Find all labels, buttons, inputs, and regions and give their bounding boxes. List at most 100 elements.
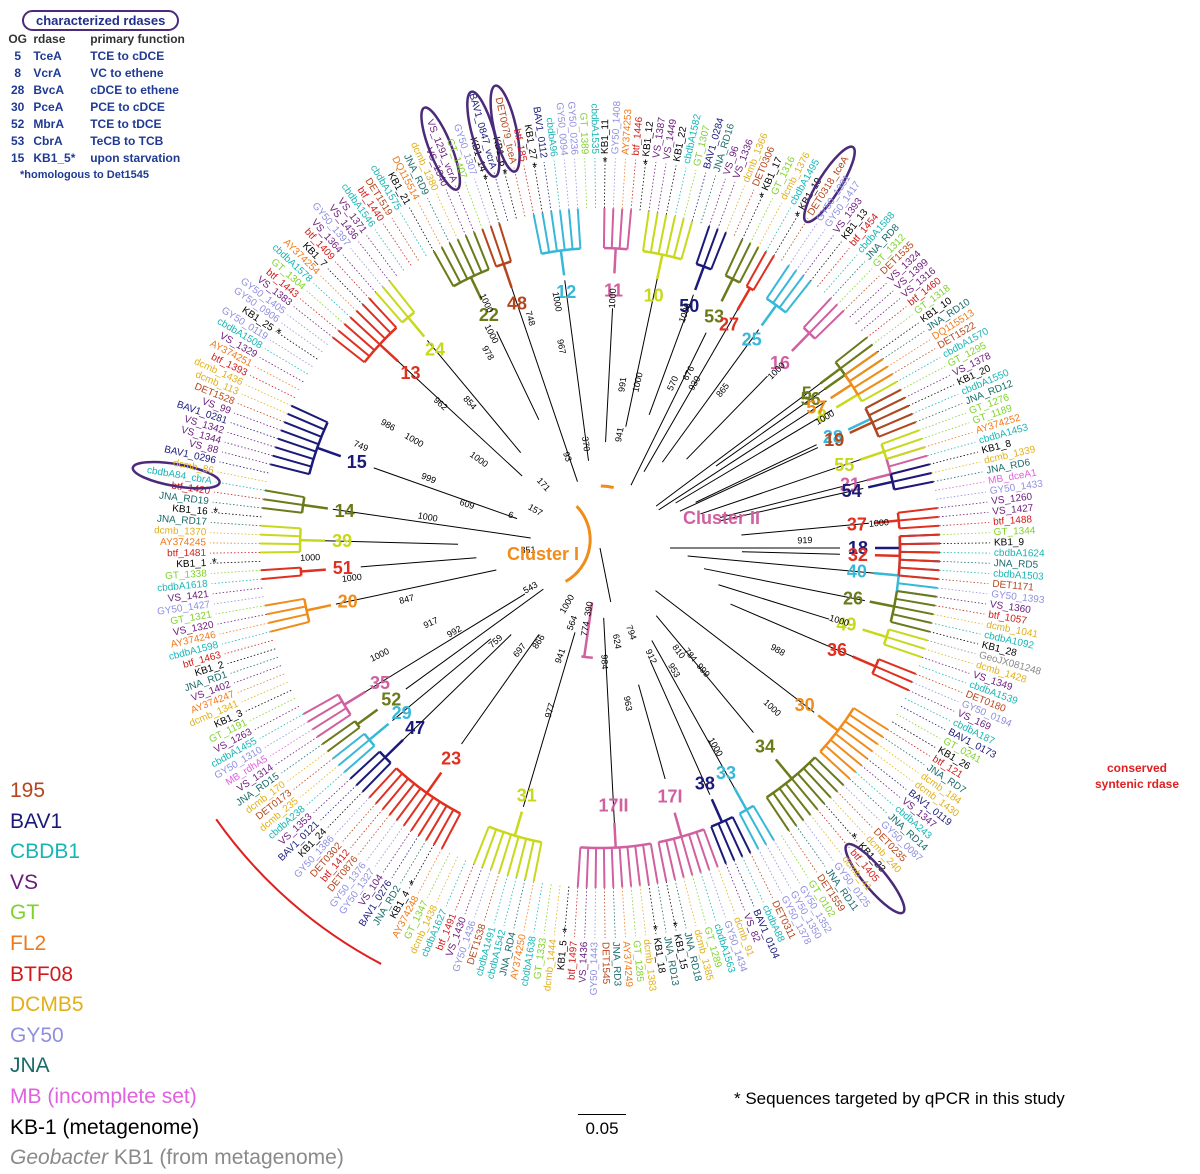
- clade-tip-branch: [865, 390, 900, 409]
- tip-leader: [409, 208, 433, 252]
- clade-tip-branch: [390, 784, 415, 815]
- tip-leader: [936, 597, 985, 604]
- internal-branch: [680, 448, 818, 512]
- tip-leader: [631, 160, 636, 210]
- clade-tip-branch: [899, 517, 939, 521]
- clade-tip-branch: [674, 839, 684, 878]
- clade-stem: [695, 267, 704, 290]
- bootstrap-value: 967: [555, 338, 568, 355]
- legend-genus: Geobacter: [10, 1146, 108, 1169]
- clade-tip-branch: [809, 304, 837, 333]
- cluster-ii-label: Cluster II: [683, 508, 760, 528]
- tip-leader: [211, 570, 261, 573]
- clade-tip-branch: [411, 797, 433, 830]
- tip-label: cbdbA1535: [589, 103, 601, 154]
- tip-leader: [803, 236, 833, 276]
- tip-leader: [856, 291, 894, 324]
- tip-leader: [939, 512, 989, 517]
- tip-leader: [675, 168, 686, 217]
- clade-tip-branch: [681, 221, 692, 259]
- tip-leader: [932, 462, 981, 473]
- clade-stem: [836, 395, 857, 408]
- tip-leader: [234, 413, 281, 430]
- clade-stem: [738, 288, 751, 310]
- clade-tip-branch: [270, 464, 309, 474]
- group-label: 54: [842, 481, 862, 501]
- group-label: 23: [441, 749, 461, 769]
- tip-leader: [905, 376, 950, 398]
- tip-leader: [282, 744, 323, 773]
- tip-leader: [939, 570, 989, 573]
- bootstrap-value: 963: [622, 695, 634, 712]
- row-rdase: BvcA: [33, 82, 90, 99]
- group-label: 26: [843, 588, 863, 608]
- bootstrap-value: 988: [769, 642, 787, 658]
- bootstrap-value: 1000: [368, 646, 390, 664]
- clade-stem: [561, 251, 564, 276]
- clade-tip-branch: [849, 715, 882, 737]
- tip-leader: [554, 161, 560, 211]
- clade-tip-branch: [779, 788, 803, 820]
- qpcr-asterisk: *: [532, 160, 537, 175]
- tip-leader: [446, 860, 466, 906]
- clade-tip-branch: [845, 352, 878, 375]
- clade-tip-branch: [798, 774, 824, 804]
- tip-leader: [343, 255, 376, 293]
- tip-leader: [604, 888, 605, 938]
- clade-tip-branch: [560, 210, 565, 250]
- tip-leader: [684, 878, 696, 926]
- tip-leader: [428, 198, 450, 243]
- bootstrap-value: 93: [561, 450, 574, 463]
- clade-tip-branch: [620, 847, 623, 887]
- tip-leader: [260, 714, 304, 738]
- group-label: 36: [827, 640, 847, 660]
- bootstrap-value: 697: [511, 641, 528, 659]
- scale-bar-line: [578, 1114, 626, 1115]
- tip-leader: [437, 194, 458, 239]
- tip-leader: [922, 423, 969, 439]
- clade-tip-branch: [390, 281, 415, 312]
- tip-leader: [831, 262, 865, 299]
- group-label: 34: [755, 736, 775, 756]
- clade-tip-branch: [542, 213, 549, 252]
- tip-leader: [901, 366, 945, 389]
- tip-leader: [622, 887, 625, 937]
- tip-leader: [225, 640, 273, 654]
- tip-leader: [734, 190, 754, 236]
- tip-leader: [238, 674, 284, 693]
- bootstrap-value: 6: [507, 509, 515, 520]
- tip-leader: [824, 255, 857, 293]
- tip-leader: [837, 792, 872, 828]
- tip-leader: [872, 315, 912, 345]
- tip-leader: [709, 870, 725, 917]
- tip-leader: [446, 190, 466, 236]
- clade-tip-branch: [786, 784, 811, 815]
- row-og: 53: [2, 133, 33, 150]
- clade-tip-branch: [899, 568, 939, 571]
- tip-leader: [401, 213, 427, 256]
- tip-leader: [622, 159, 625, 209]
- cluster-ii-arc: [581, 656, 592, 657]
- clade-stem: [657, 255, 662, 279]
- clade-stem: [614, 823, 615, 848]
- tip-leader: [831, 798, 865, 835]
- tip-leader: [940, 561, 990, 563]
- clade-tip-branch: [635, 846, 640, 886]
- tip-leader: [844, 785, 880, 820]
- tip-leader: [692, 173, 706, 221]
- tip-leader: [250, 698, 295, 720]
- tip-leader: [359, 815, 390, 854]
- group-label: 32: [848, 545, 868, 565]
- bootstrap-value: 919: [797, 535, 812, 546]
- tip-leader: [933, 614, 982, 624]
- group-label: 35: [370, 673, 390, 693]
- tip-leader: [300, 299, 338, 331]
- tip-leader: [897, 714, 941, 738]
- tip-leader: [214, 492, 263, 499]
- clade-tip-branch: [899, 526, 939, 529]
- clade-tip-branch: [894, 482, 933, 490]
- clade-tip-branch: [260, 552, 300, 553]
- clade-tip-branch: [740, 247, 759, 282]
- tip-leader: [234, 666, 281, 683]
